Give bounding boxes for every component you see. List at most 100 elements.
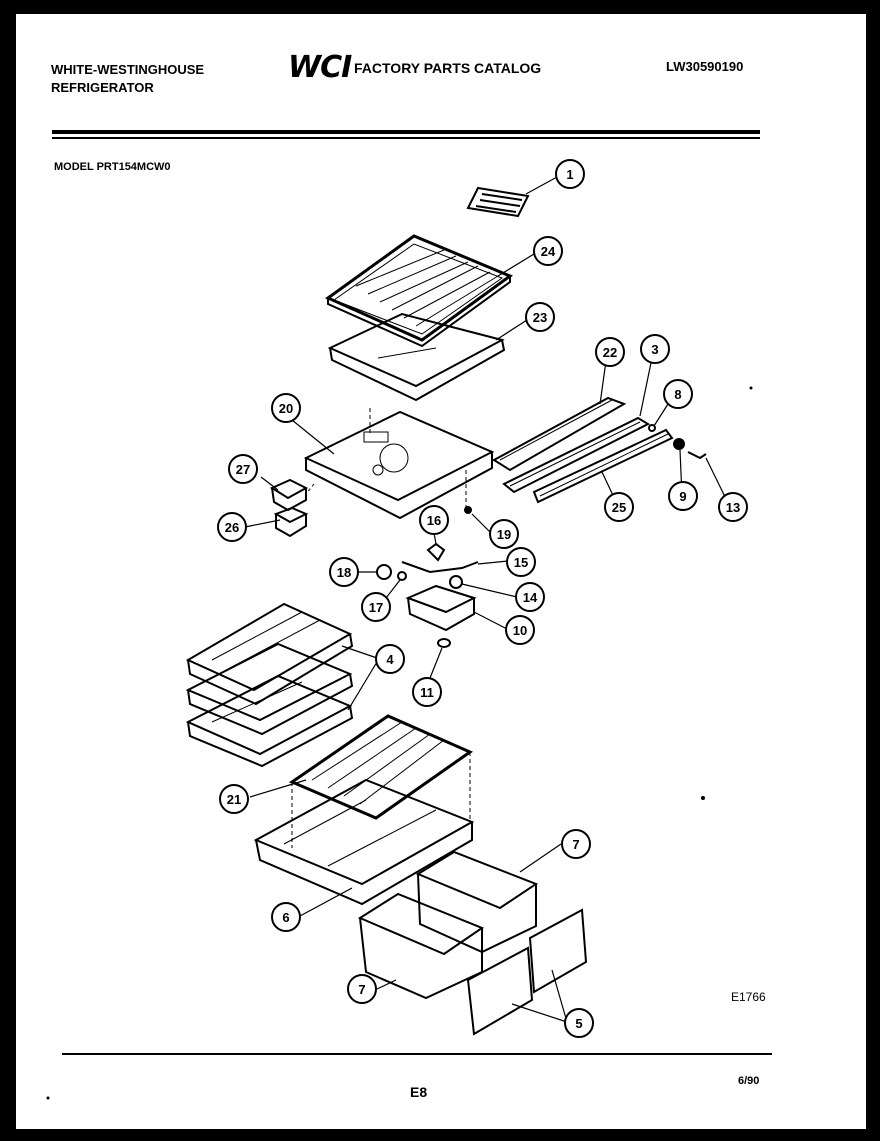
part-4-shelf-lower [185,674,354,768]
callout-label: 22 [603,345,617,360]
callout-label: 5 [575,1016,582,1031]
part-21-crisper-cover [288,714,474,820]
callout-circle [595,337,625,367]
callout-9: 9 [668,481,698,511]
callout-circle [663,379,693,409]
footer-rule [62,1053,772,1055]
callout-circle [489,519,519,549]
part-7-drawer-left [357,892,485,1000]
catalog-page: WHITE-WESTINGHOUSE REFRIGERATOR WCI FACT… [16,14,866,1129]
callout-13: 13 [718,492,748,522]
callout-19: 19 [489,519,519,549]
revision-date: 6/90 [738,1075,760,1087]
header-rule-thin [52,137,760,139]
part-25-rail [532,428,674,504]
callout-circle [718,492,748,522]
page-number: E8 [410,1084,428,1100]
part-27-clip [269,478,309,512]
part-5-drawer-front-left [466,946,534,1036]
part-4-shelf-middle [185,642,354,736]
callout-label: 7 [358,982,365,997]
callout-6: 6 [271,902,301,932]
callout-circle [555,159,585,189]
callout-22: 22 [595,337,625,367]
callout-label: 24 [541,244,556,259]
catalog-title: FACTORY PARTS CATALOG [354,60,542,76]
callout-10: 10 [505,615,535,645]
part-26-bracket [273,506,309,538]
wci-logo: WCI [288,50,352,85]
part-24-shelf [325,234,514,348]
callout-circle [604,492,634,522]
callout-circle [564,1008,594,1038]
part-4-shelf-upper [185,602,354,706]
callout-label: 16 [427,513,441,528]
callout-label: 7 [572,837,579,852]
part-13-screw [687,451,707,460]
callout-label: 3 [651,342,658,357]
callout-circle [515,582,545,612]
callout-24: 24 [533,236,563,266]
part-19-plug [464,506,472,514]
callout-label: 10 [513,623,527,638]
catalog-number: LW30590190 [666,59,744,74]
part-7-drawer-right [415,850,539,954]
callout-4: 4 [375,644,405,674]
callout-label: 13 [726,500,740,515]
callout-label: 15 [514,555,528,570]
callout-circle [668,481,698,511]
callout-3: 3 [640,334,670,364]
callout-circle [271,902,301,932]
callout-label: 4 [386,652,394,667]
callout-circle [219,784,249,814]
callout-label: 20 [279,401,293,416]
callout-circle [525,302,555,332]
part-16-knob [426,542,446,562]
callout-label: 6 [282,910,289,925]
part-22-rail [492,396,627,472]
part-17-socket [397,571,407,581]
callout-16: 16 [419,505,449,535]
callout-circle [375,644,405,674]
callout-7: 7 [347,974,377,1004]
callout-circle [419,505,449,535]
model-number: MODEL PRT154MCW0 [54,161,171,173]
callout-circle [533,236,563,266]
part-9-washer [673,438,685,450]
callout-circle [640,334,670,364]
callout-circle [561,829,591,859]
leader-lines [244,176,731,1023]
header-rule-thick [52,130,760,134]
part-14-gear [449,575,463,589]
callout-23: 23 [525,302,555,332]
callout-label: 23 [533,310,547,325]
callout-8: 8 [663,379,693,409]
callout-circle [412,677,442,707]
callout-5: 5 [564,1008,594,1038]
callout-14: 14 [515,582,545,612]
callout-circle [228,454,258,484]
callout-circle [271,393,301,423]
part-8-screw [648,424,656,432]
part-23-cover [327,312,506,402]
exploded-parts-diagram: 1242322382027261619913251518171410411217… [46,71,753,1100]
callout-27: 27 [228,454,258,484]
part-1-grille [466,186,530,218]
callout-15: 15 [506,547,536,577]
callout-1: 1 [555,159,585,189]
part-6-crisper-frame [253,778,475,906]
callout-circle [217,512,247,542]
callout-label: 21 [227,792,241,807]
callout-label: 14 [523,590,538,605]
callout-label: 27 [236,462,250,477]
part-3-channel [502,416,651,494]
callout-circle [329,557,359,587]
callout-26: 26 [217,512,247,542]
callout-11: 11 [412,677,442,707]
callout-label: 9 [679,489,686,504]
callout-17: 17 [361,592,391,622]
stray-marks [46,71,753,1100]
brand-name: WHITE-WESTINGHOUSE [51,62,205,77]
callout-label: 19 [497,527,511,542]
callout-circle [347,974,377,1004]
